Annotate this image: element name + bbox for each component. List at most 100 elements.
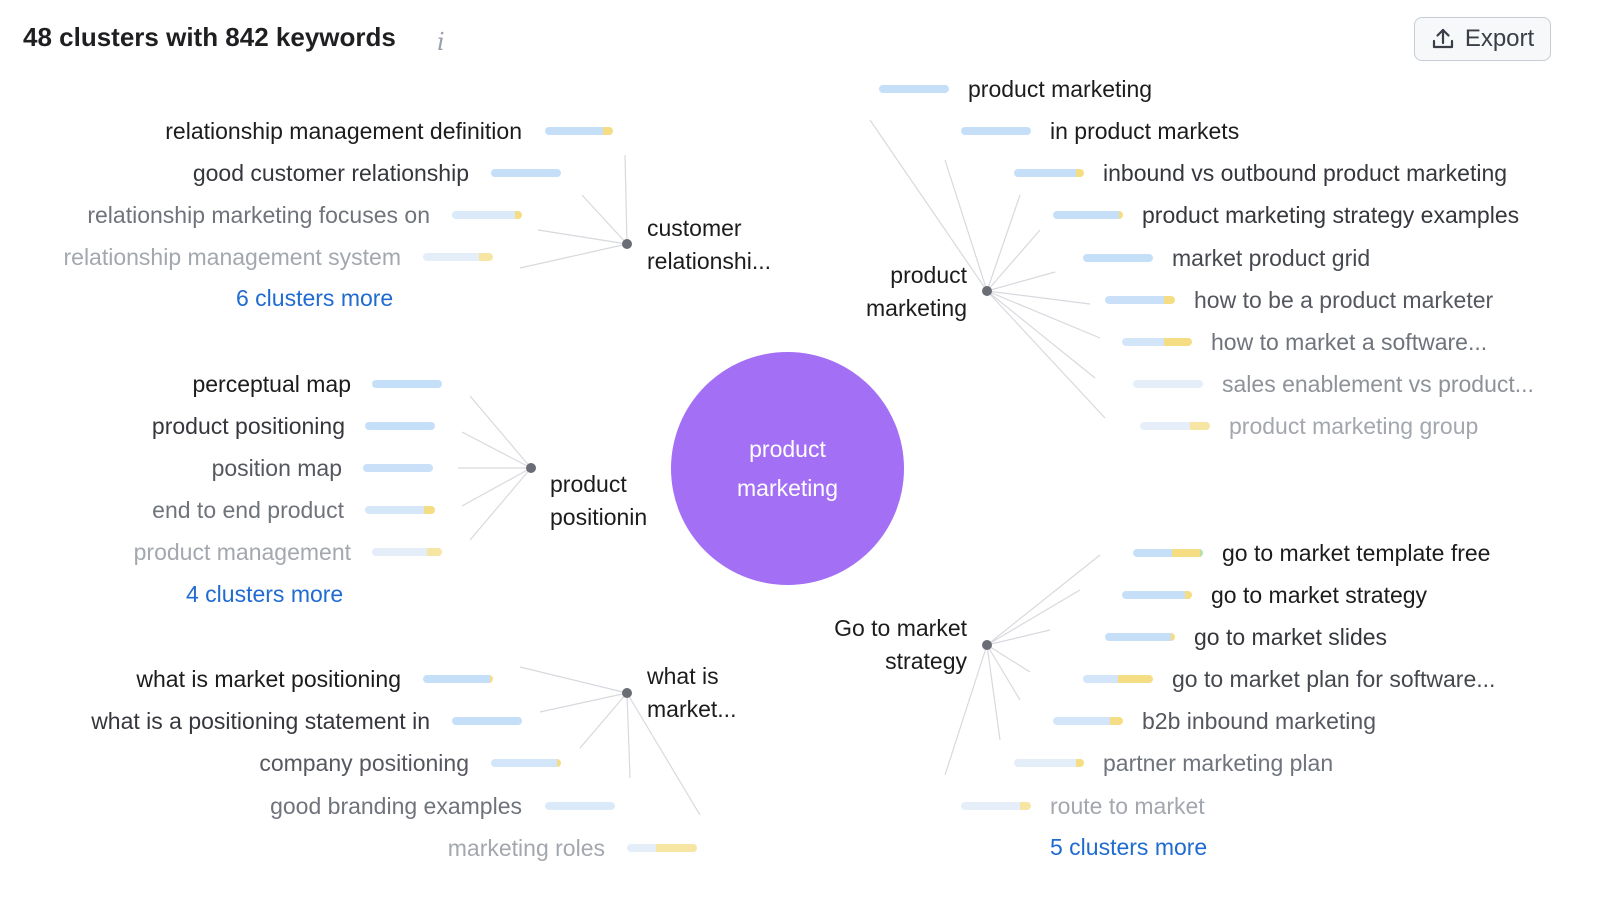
keyword-bar [1014,759,1084,767]
keyword[interactable]: marketing roles [447,835,605,861]
keyword[interactable]: end to end product [152,497,344,523]
connector-line [986,290,1106,419]
connector-line [986,629,1051,646]
cluster-label[interactable]: customer relationshi... [647,212,771,278]
keyword[interactable]: relationship management system [63,244,402,270]
keyword[interactable]: partner marketing plan [1103,750,1334,776]
connector-line [626,692,631,779]
keyword-bar [1083,254,1153,262]
cluster-label[interactable]: product positionin [550,468,651,534]
cluster-node [982,640,992,650]
connector-line [519,243,628,269]
keyword[interactable]: product management [133,539,351,565]
connector-line [986,644,1031,673]
connector-line [986,644,1021,701]
connector-line [537,229,628,245]
keyword-bar [1122,591,1192,599]
keyword[interactable]: go to market slides [1194,624,1388,650]
more-clusters-link[interactable]: 5 clusters more [1050,834,1208,860]
keyword-bar [545,802,615,810]
cluster-label-line: positionin [550,504,648,530]
keyword-bar [423,675,493,683]
cluster-node [622,239,632,249]
keyword-bar [1083,675,1153,683]
keyword[interactable]: relationship marketing focuses on [87,202,430,228]
export-button[interactable]: Export [1414,17,1551,61]
keyword-bar [452,211,522,219]
keyword[interactable]: what is a positioning statement in [91,708,430,734]
keyword-bar [1122,338,1192,346]
connector-line [626,692,701,816]
cluster-label-line: Go to market [834,615,967,641]
keyword[interactable]: route to market [1050,793,1205,819]
cluster-label[interactable]: what is market... [647,660,736,726]
info-icon[interactable]: i [437,28,445,56]
connector-line [944,159,988,292]
connector-line [986,290,1101,339]
connector-line [469,467,532,541]
cluster-node [982,286,992,296]
keyword[interactable]: relationship management definition [165,118,522,144]
cluster-label-line: product [550,471,627,497]
cluster-node [526,463,536,473]
keyword-bar [491,759,561,767]
keyword[interactable]: good branding examples [270,793,522,819]
keyword[interactable]: company positioning [259,750,469,776]
cluster-label-line: product [890,262,967,288]
keyword[interactable]: market product grid [1172,245,1371,271]
connector-line [986,271,1056,292]
keyword-bar [1133,549,1203,557]
keyword[interactable]: product positioning [151,413,345,439]
keyword[interactable]: product marketing group [1229,413,1479,439]
keyword[interactable]: inbound vs outbound product marketing [1103,160,1508,186]
keyword[interactable]: b2b inbound marketing [1142,708,1376,734]
cluster-node [622,688,632,698]
cluster-label-line: marketing [866,295,967,321]
keyword[interactable]: sales enablement vs product... [1222,371,1534,397]
connector-line [519,666,628,694]
keyword-bar [372,548,442,556]
connector-line [986,644,1001,741]
keyword[interactable]: product marketing [968,76,1153,102]
more-clusters-link[interactable]: 6 clusters more [236,285,394,311]
cluster-label-line: what is [647,663,719,689]
keyword[interactable]: good customer relationship [192,160,469,186]
keyword[interactable]: how to market a software... [1211,329,1488,355]
connector-line [461,467,532,507]
keyword-bar [365,422,435,430]
connector-line [869,119,988,292]
keyword-bar [1053,211,1123,219]
cluster-label-line: customer [647,215,742,241]
keyword[interactable]: what is market positioning [136,666,401,692]
connector-line [581,194,628,245]
cluster-label[interactable]: Go to market strategy [834,612,967,678]
keyword[interactable]: how to be a product marketer [1194,287,1494,313]
center-topic-node[interactable]: product marketing [671,352,904,585]
keyword[interactable]: product marketing strategy examples [1142,202,1520,228]
keyword-bar [365,506,435,514]
keyword-bar [1105,633,1175,641]
keyword[interactable]: in product markets [1050,118,1240,144]
connector-line [539,692,628,713]
cluster-label[interactable]: product marketing [866,259,967,325]
keyword-bar [423,253,493,261]
export-label: Export [1464,25,1535,52]
connector-line [624,154,628,245]
keyword[interactable]: go to market template free [1222,540,1491,566]
connector-line [469,395,532,469]
connector-line [986,229,1041,292]
keyword-bar [1053,717,1123,725]
keyword-bar [372,380,442,388]
keyword[interactable]: perceptual map [192,371,351,397]
page-title: 48 clusters with 842 keywords [23,22,396,52]
cluster-label-line: market... [647,696,737,722]
cluster-label-line: relationshi... [647,248,772,274]
more-clusters-link[interactable]: 4 clusters more [186,581,344,607]
keyword-bar [452,717,522,725]
connector-line [986,589,1081,646]
keyword[interactable]: go to market plan for software... [1172,666,1496,692]
keyword[interactable]: position map [211,455,342,481]
keyword-bar [545,127,613,135]
keyword[interactable]: go to market strategy [1211,582,1428,608]
